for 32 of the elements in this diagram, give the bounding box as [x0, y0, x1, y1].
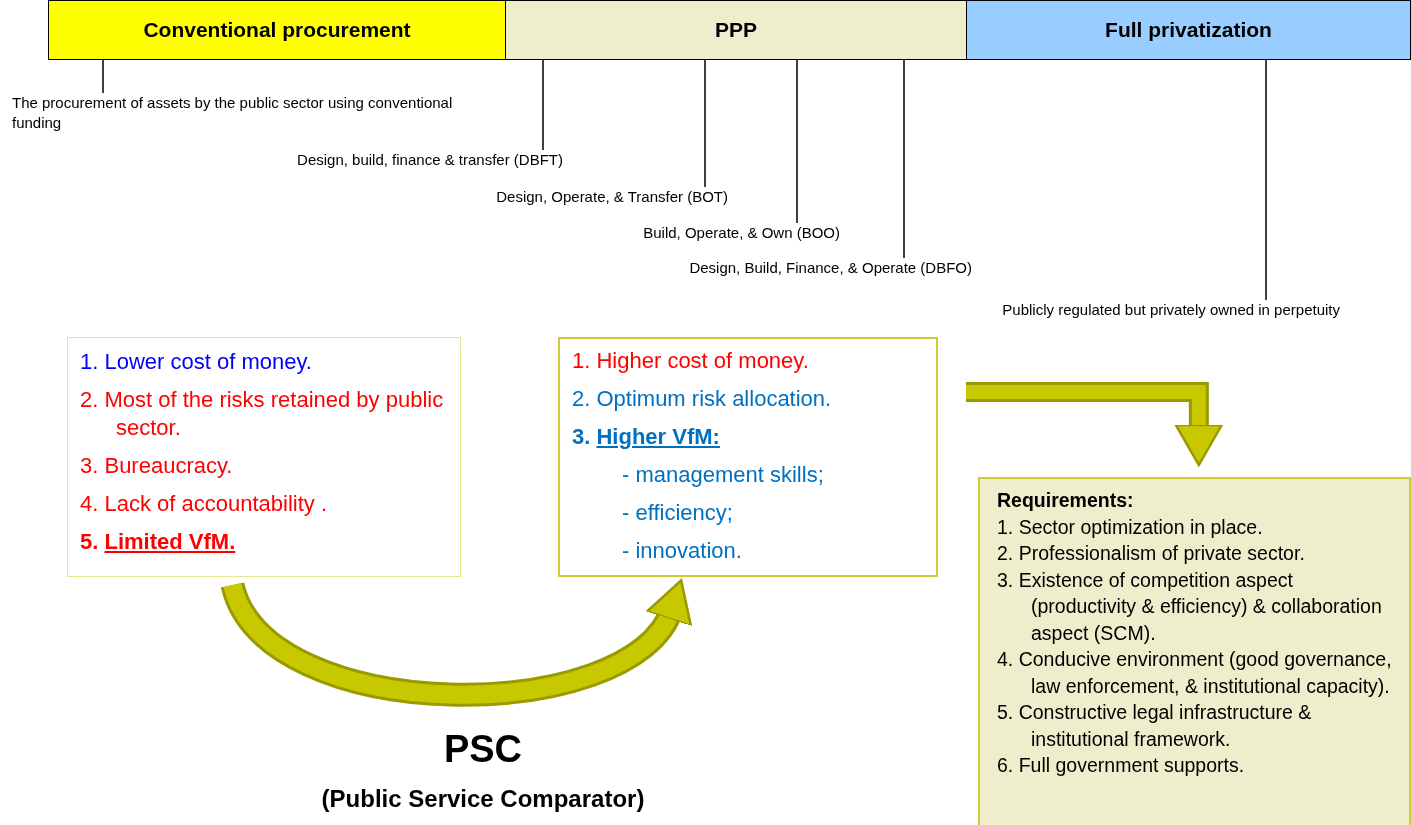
category-band: PPP [505, 0, 967, 60]
list-item: - innovation. [621, 537, 743, 565]
list-item: 1. Sector optimization in place. [997, 514, 1264, 540]
description-text: Publicly regulated but privately owned in perpetuity [900, 300, 1340, 320]
list-item: 1. Higher cost of money. [572, 347, 810, 375]
list-item: - management skills; [621, 461, 825, 489]
list-item: 4. Conducive environment (good governance, law enforcement, & institutional capacity). [997, 647, 1393, 699]
description-text: The procurement of assets by the public sector using conventional funding [12, 93, 472, 133]
list-box [558, 337, 938, 577]
caption-text: PSC [442, 728, 524, 771]
list-item: - efficiency; [621, 499, 734, 527]
description-text: Design, Operate, & Transfer (BOT) [420, 187, 728, 207]
list-item: 4. Lack of accountability . [80, 490, 329, 518]
caption-text: (Public Service Comparator) [320, 785, 646, 813]
description-text: Build, Operate, & Own (BOO) [560, 223, 840, 243]
description-text: Design, Build, Finance, & Operate (DBFO) [590, 258, 972, 278]
list-item: 3. Existence of competition aspect (productivity & efficiency) & collaboration aspect (SCM). [997, 567, 1383, 646]
list-item: 1. Lower cost of money. [80, 348, 313, 376]
list-item: 6. Full government supports. [997, 753, 1246, 778]
category-band: Full privatization [966, 0, 1411, 60]
requirements-box [978, 477, 1411, 825]
description-text: Design, build, finance & transfer (DBFT) [230, 150, 563, 170]
list-item: 3. Bureaucracy. [80, 452, 234, 480]
list-item: 3. Higher VfM: [572, 423, 721, 451]
list-item: 5. Limited VfM. [80, 528, 237, 556]
list-box [67, 337, 461, 577]
list-item: 2. Professionalism of private sector. [997, 541, 1306, 566]
heading: Requirements: [997, 488, 1135, 513]
list-item: 2. Most of the risks retained by public sector. [80, 386, 445, 442]
list-item: 2. Optimum risk allocation. [572, 385, 833, 413]
list-item: 5. Constructive legal infrastructure & institutional framework. [997, 700, 1313, 752]
category-band: Conventional procurement [48, 0, 506, 60]
